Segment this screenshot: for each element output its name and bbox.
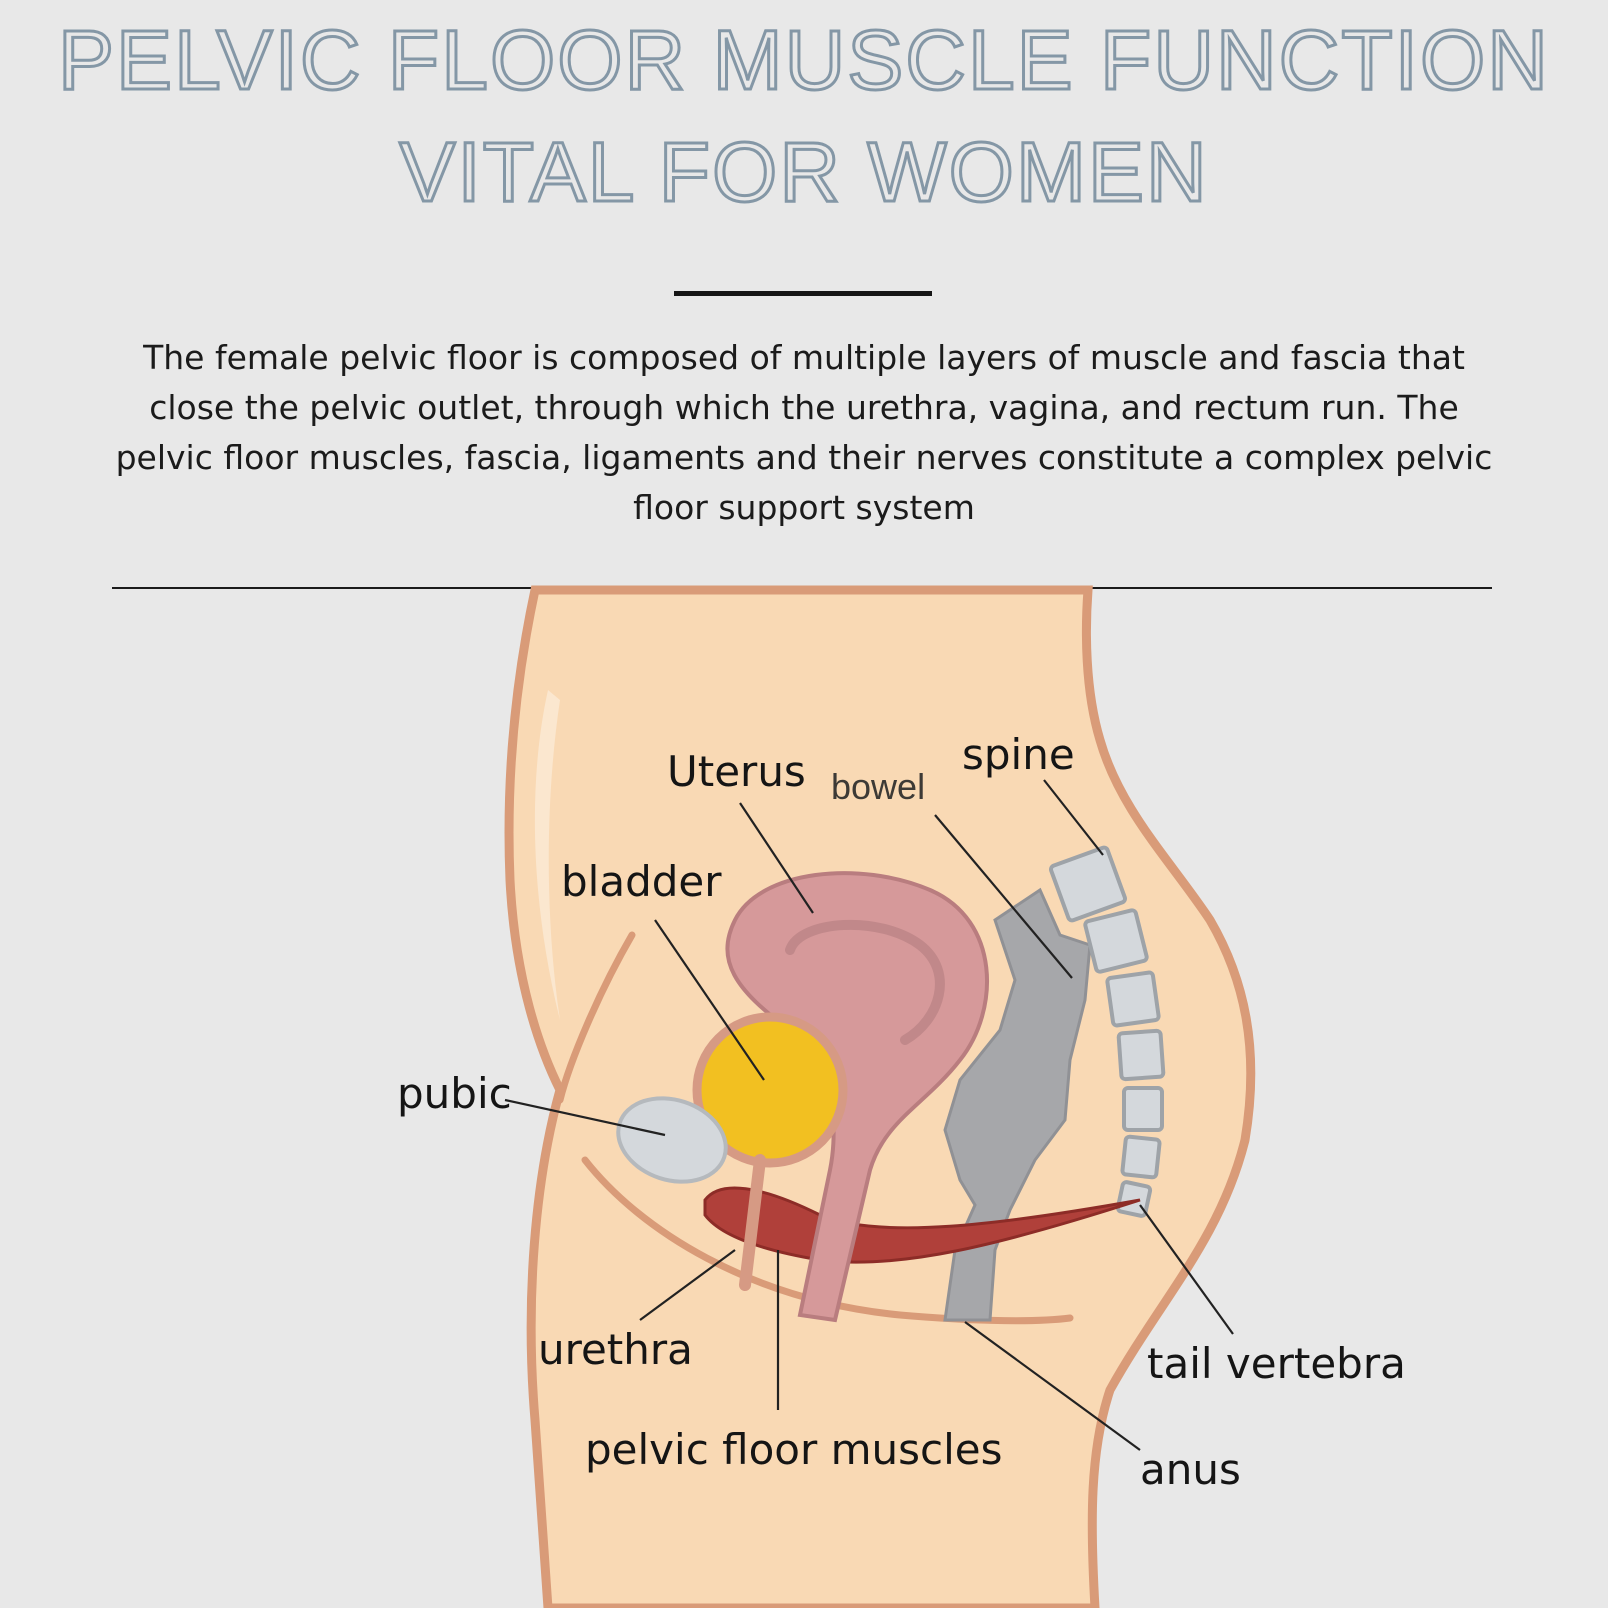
hip-contour bbox=[556, 931, 636, 1104]
label-leader-lines bbox=[504, 779, 1234, 1451]
label-uterus: Uterus bbox=[667, 747, 806, 796]
bowel-organ bbox=[943, 887, 1092, 1322]
page-title-line-2: VITAL FOR WOMEN bbox=[398, 125, 1209, 219]
uterus-cavity bbox=[785, 919, 945, 1045]
intro-paragraph: The female pelvic floor is composed of m… bbox=[115, 338, 1493, 527]
label-spine: spine bbox=[962, 730, 1075, 779]
title-divider bbox=[674, 291, 932, 296]
label-pelvic-floor-muscles: pelvic floor muscles bbox=[585, 1425, 1003, 1474]
pubic-bone bbox=[616, 1096, 728, 1184]
label-pubic: pubic bbox=[397, 1069, 512, 1118]
label-bowel: bowel bbox=[831, 766, 925, 807]
perineum-contour bbox=[581, 1156, 1074, 1325]
page-title-line-1: PELVIC FLOOR MUSCLE FUNCTION bbox=[57, 13, 1550, 107]
bladder-organ bbox=[692, 1012, 848, 1168]
label-bladder: bladder bbox=[561, 857, 722, 906]
urethra-tube bbox=[739, 1154, 766, 1291]
skin-highlight bbox=[534, 690, 560, 1020]
label-tail-vertebra: tail vertebra bbox=[1147, 1339, 1406, 1388]
label-anus: anus bbox=[1140, 1445, 1241, 1494]
label-urethra: urethra bbox=[538, 1325, 693, 1374]
spine-bones bbox=[1049, 845, 1166, 1218]
